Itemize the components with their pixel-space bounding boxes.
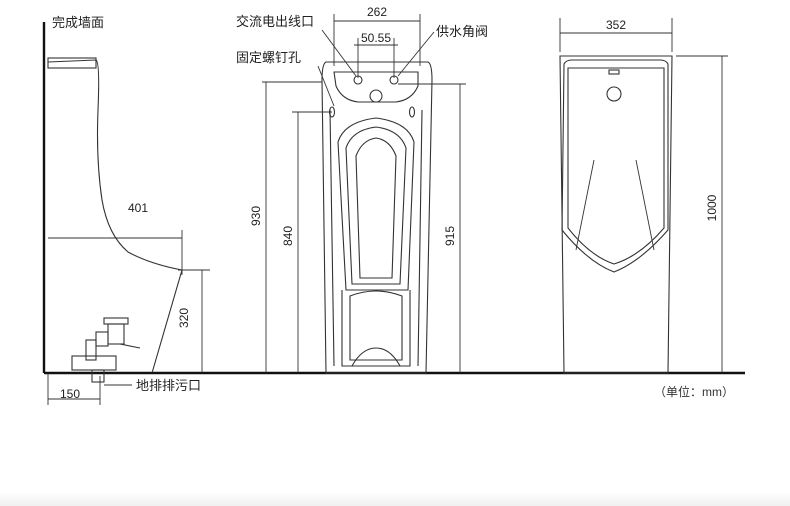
back-width-value: 352	[606, 18, 626, 32]
side-view	[42, 22, 210, 405]
front-total-height-value: 930	[249, 206, 263, 226]
unit-note: （单位：mm）	[654, 384, 734, 399]
drain-hole-top	[369, 89, 383, 103]
drain-offset-value: 150	[60, 387, 80, 401]
finished-wall-label: 完成墙面	[52, 15, 104, 30]
back-view	[559, 18, 728, 374]
footer-strip	[0, 492, 790, 506]
drain-height-value: 320	[177, 308, 191, 328]
side-top-cap	[47, 57, 97, 69]
ac-power-outlet-label: 交流电出线口	[236, 14, 314, 29]
power-outlet-leader	[321, 29, 357, 77]
screw-height-value: 840	[281, 226, 295, 246]
fixing-screw-holes-label: 固定螺钉孔	[236, 50, 301, 65]
drain-fitting	[71, 317, 141, 383]
back-sensor	[606, 86, 622, 102]
front-width-value: 262	[367, 5, 387, 19]
front-view	[262, 14, 466, 374]
hole-spacing-value: 50.55	[361, 31, 391, 45]
front-body-outline	[321, 61, 433, 374]
side-body-outline	[47, 59, 183, 374]
screw-hole-right	[408, 106, 416, 118]
screw-hole-leader	[317, 65, 335, 107]
valve-height-value: 915	[443, 226, 457, 246]
water-valve-leader	[397, 31, 435, 77]
front-trap	[341, 290, 411, 367]
back-total-height-value: 1000	[705, 194, 719, 221]
water-supply-valve-label: 供水角阀	[436, 24, 488, 39]
floor-drain-outlet-label: 地排排污口	[136, 378, 201, 393]
side-depth-value: 401	[128, 201, 148, 215]
back-front-panel	[561, 59, 669, 273]
front-bowl	[337, 117, 415, 291]
back-body-outline	[559, 55, 673, 374]
